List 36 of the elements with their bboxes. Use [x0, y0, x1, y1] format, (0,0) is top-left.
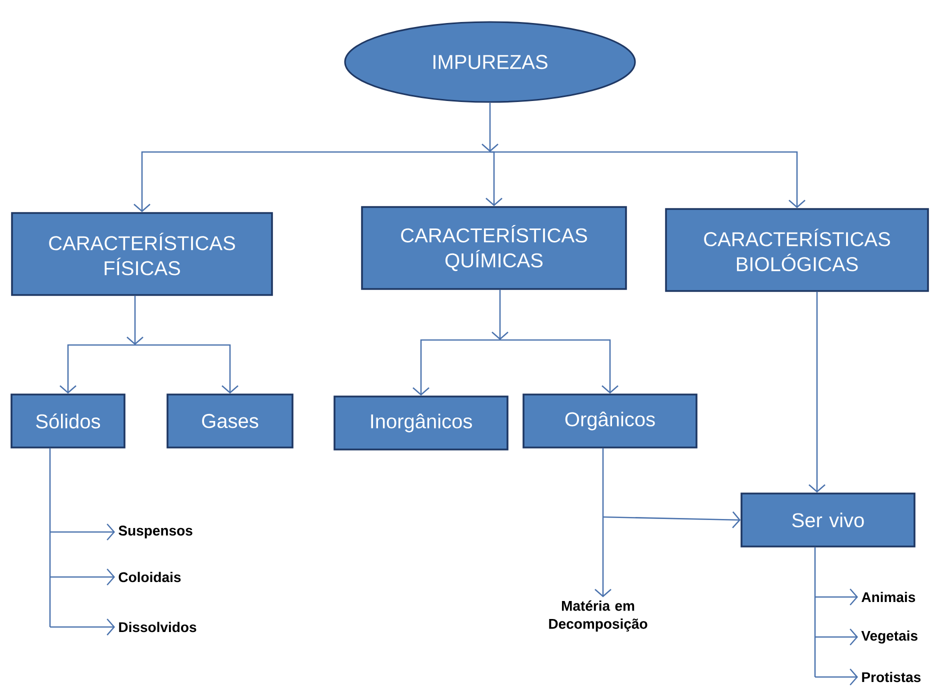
item-label: Matéria em Decomposição	[549, 600, 648, 632]
arrow	[135, 344, 238, 394]
arrow	[50, 524, 115, 540]
arrow	[815, 668, 858, 686]
item-label: Animais	[862, 592, 916, 602]
category-box: Orgânicos	[522, 394, 698, 448]
category-box: Inorgânicos	[334, 396, 508, 450]
arrow	[492, 290, 508, 340]
arrow	[126, 296, 144, 345]
category-box: CARACTERÍSTICAS BIOLÓGICAS	[665, 208, 929, 292]
arrow	[490, 151, 806, 208]
item-label: Vegetais	[861, 630, 918, 644]
arrow	[500, 339, 618, 394]
arrow	[486, 151, 502, 206]
arrow	[594, 448, 612, 598]
category-box: CARACTERÍSTICAS QUÍMICAS	[361, 206, 627, 290]
item-label: Protistas	[862, 672, 921, 682]
arrow	[815, 588, 858, 606]
arrow	[60, 344, 135, 394]
category-box: Sólidos	[10, 394, 126, 448]
arrow	[482, 102, 498, 152]
item-label: Coloidais	[118, 572, 181, 582]
arrow	[134, 151, 490, 212]
arrow	[602, 511, 741, 528]
connector-line	[814, 547, 816, 677]
category-box: Ser vivo	[740, 492, 916, 548]
arrow	[412, 339, 500, 396]
arrow	[808, 292, 826, 493]
item-label: Dissolvidos	[119, 622, 196, 632]
item-label: Suspensos	[118, 526, 192, 538]
arrow	[50, 618, 115, 636]
connector-line	[49, 448, 51, 627]
arrow	[50, 568, 115, 586]
arrow	[815, 628, 858, 646]
category-box: Gases	[166, 394, 294, 448]
category-box: CARACTERÍSTICAS FÍSICAS	[11, 212, 273, 296]
